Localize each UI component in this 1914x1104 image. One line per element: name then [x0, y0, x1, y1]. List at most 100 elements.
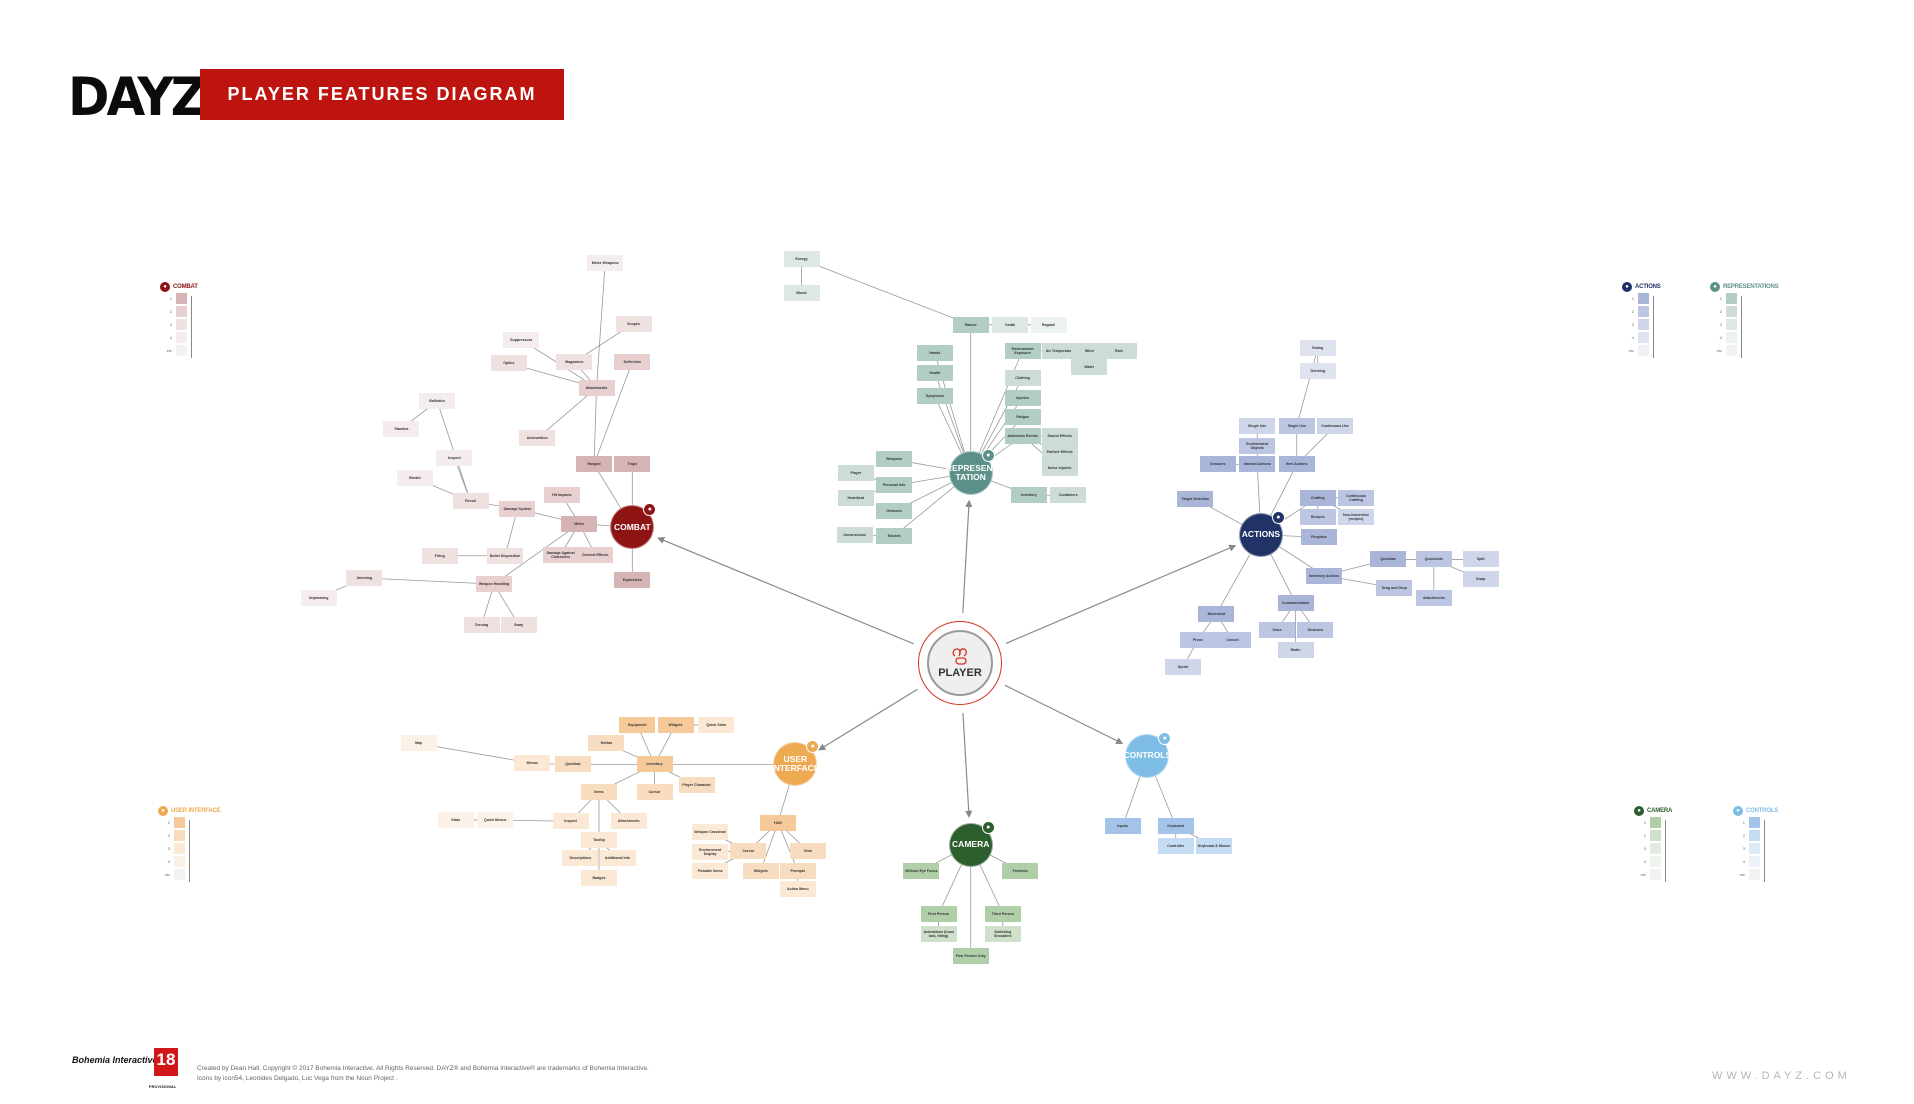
- diagram-node-representation[interactable]: Containers: [1050, 487, 1087, 504]
- diagram-node-representation[interactable]: Energy: [783, 251, 820, 268]
- diagram-node-actions[interactable]: Gestures: [1199, 456, 1236, 473]
- diagram-node-combat[interactable]: Optics: [490, 355, 527, 372]
- diagram-node-actions[interactable]: Drinking: [1299, 362, 1336, 379]
- diagram-node-representation[interactable]: Clothing: [1004, 369, 1041, 386]
- diagram-node-actions[interactable]: Continuous Crafting: [1338, 489, 1375, 506]
- diagram-node-actions[interactable]: Drag and Drop: [1376, 579, 1413, 596]
- diagram-node-ui[interactable]: Stats: [437, 812, 474, 829]
- diagram-node-combat[interactable]: Bullet Disposition: [487, 547, 524, 564]
- diagram-node-representation[interactable]: Injuries: [1004, 389, 1041, 406]
- diagram-node-representation[interactable]: Particle Effects: [1041, 444, 1078, 460]
- diagram-node-actions[interactable]: Voice: [1258, 621, 1295, 638]
- controls-hub[interactable]: CONTROLS●: [1123, 731, 1172, 778]
- diagram-node-actions[interactable]: Environment Objects: [1239, 437, 1276, 454]
- diagram-node-ui[interactable]: Items: [580, 783, 617, 800]
- diagram-node-actions[interactable]: Crafting: [1299, 489, 1336, 506]
- diagram-node-controls[interactable]: Keyboard: [1157, 818, 1194, 835]
- diagram-node-representation[interactable]: Player: [837, 465, 874, 481]
- diagram-node-camera[interactable]: First Person Only: [952, 947, 989, 964]
- diagram-node-representation[interactable]: Health: [916, 364, 953, 381]
- diagram-node-camera[interactable]: Switching Shoulders: [984, 925, 1021, 942]
- diagram-node-ui[interactable]: Additional Info: [599, 850, 636, 867]
- diagram-node-actions[interactable]: Prone: [1179, 631, 1216, 648]
- diagram-node-combat[interactable]: Sway: [500, 616, 537, 633]
- diagram-node-ui[interactable]: Pickable Items: [692, 862, 729, 879]
- diagram-node-actions[interactable]: Gestures: [1297, 621, 1334, 638]
- diagram-node-actions[interactable]: Fireplace: [1300, 529, 1337, 546]
- website-link[interactable]: WWW.DAYZ.COM: [1712, 1070, 1851, 1082]
- diagram-node-ui[interactable]: Weapon Crosshair: [692, 824, 729, 841]
- diagram-node-actions[interactable]: Communication: [1277, 594, 1314, 611]
- diagram-node-ui[interactable]: Descriptions: [562, 850, 599, 867]
- diagram-node-controls[interactable]: Keyboard & Mouse: [1196, 837, 1232, 854]
- diagram-node-actions[interactable]: Movement: [1198, 605, 1235, 622]
- diagram-node-combat[interactable]: Magazines: [556, 353, 593, 370]
- diagram-node-ui[interactable]: Prompts: [779, 862, 816, 879]
- diagram-node-combat[interactable]: Damage Against Characters: [542, 546, 579, 563]
- diagram-node-camera[interactable]: Without Eye Focus: [903, 862, 940, 879]
- diagram-node-ui[interactable]: Inspect: [552, 813, 589, 830]
- diagram-node-combat[interactable]: Unjamming: [300, 589, 337, 606]
- diagram-node-actions[interactable]: Single Use: [1239, 418, 1276, 435]
- diagram-node-combat[interactable]: Scopes: [615, 315, 652, 332]
- diagram-node-representation[interactable]: Wind: [1071, 342, 1108, 359]
- diagram-node-combat[interactable]: Melee Weapons: [587, 255, 624, 272]
- diagram-node-combat[interactable]: Zeroing: [463, 616, 500, 633]
- diagram-node-ui[interactable]: Player Character: [678, 777, 715, 794]
- diagram-node-actions[interactable]: Crouch: [1214, 631, 1251, 648]
- diagram-node-controls[interactable]: Inputs: [1104, 818, 1141, 835]
- diagram-node-ui[interactable]: Quickbar: [555, 756, 592, 773]
- diagram-node-ui[interactable]: Tooltip: [580, 831, 617, 848]
- ui-hub[interactable]: USER INTERFACE●: [771, 740, 819, 787]
- diagram-node-combat[interactable]: Breath: [396, 469, 433, 486]
- diagram-node-representation[interactable]: Environment Exposure: [1004, 342, 1041, 359]
- diagram-node-actions[interactable]: Non-immersive (recipes): [1338, 509, 1375, 526]
- diagram-node-actions[interactable]: Inventory Actions: [1305, 567, 1342, 584]
- diagram-node-representation[interactable]: Weapons: [876, 451, 913, 468]
- diagram-node-combat[interactable]: Firing: [421, 547, 458, 564]
- diagram-node-ui[interactable]: Hotbar: [588, 735, 625, 752]
- diagram-node-ui[interactable]: Action Menu: [779, 881, 816, 898]
- diagram-node-representation[interactable]: Water: [1071, 358, 1108, 375]
- diagram-node-camera[interactable]: Freelook: [1002, 862, 1039, 879]
- combat-hub[interactable]: COMBAT●: [610, 503, 657, 550]
- diagram-node-actions[interactable]: Item Actions: [1278, 456, 1315, 473]
- diagram-node-actions[interactable]: Single Use: [1278, 418, 1315, 435]
- diagram-node-representation[interactable]: Gestures: [876, 503, 913, 520]
- diagram-node-combat[interactable]: Stamina: [383, 420, 420, 437]
- diagram-node-ui[interactable]: Equipment: [619, 716, 656, 733]
- diagram-node-representation[interactable]: Inventory: [1010, 487, 1047, 504]
- diagram-node-actions[interactable]: Radio: [1277, 641, 1314, 658]
- diagram-node-combat[interactable]: Suppressors: [503, 331, 540, 348]
- diagram-node-ui[interactable]: Map: [400, 735, 437, 752]
- diagram-node-representation[interactable]: Fatigue: [1004, 409, 1041, 426]
- diagram-node-ui[interactable]: Widgets: [657, 716, 694, 733]
- diagram-node-actions[interactable]: Quickslots: [1415, 551, 1452, 568]
- diagram-node-representation[interactable]: Sound Effects: [1041, 427, 1078, 444]
- diagram-node-ui[interactable]: Quick Slots: [698, 716, 735, 733]
- diagram-node-ui[interactable]: Badges: [580, 870, 617, 887]
- diagram-node-combat[interactable]: Hit Impacts: [543, 487, 580, 504]
- diagram-node-actions[interactable]: Quickbar: [1370, 551, 1407, 568]
- diagram-node-representation[interactable]: Emotes: [876, 527, 913, 544]
- diagram-node-representation[interactable]: Noise Injuries: [1041, 460, 1078, 477]
- diagram-node-combat[interactable]: Traps: [614, 456, 651, 473]
- diagram-node-ui[interactable]: Chat: [789, 842, 826, 859]
- diagram-node-combat[interactable]: Inspect: [436, 450, 473, 467]
- diagram-node-combat[interactable]: Explosives: [614, 572, 651, 589]
- diagram-node-actions[interactable]: Continuous Use: [1317, 418, 1354, 435]
- diagram-node-representation[interactable]: Blood: [783, 284, 820, 301]
- diagram-node-representation[interactable]: Hands: [916, 345, 953, 362]
- diagram-node-representation[interactable]: Ragdoll: [1030, 316, 1067, 333]
- diagram-node-representation[interactable]: Stance: [952, 316, 989, 333]
- diagram-node-actions[interactable]: Target Selection: [1177, 490, 1214, 507]
- diagram-node-combat[interactable]: General Effects: [577, 546, 614, 563]
- diagram-node-actions[interactable]: Recipes: [1299, 509, 1336, 526]
- diagram-node-representation[interactable]: Symptoms: [916, 388, 953, 405]
- diagram-node-combat[interactable]: Ammunition: [519, 430, 556, 447]
- diagram-node-combat[interactable]: Damage System: [499, 500, 536, 517]
- diagram-node-actions[interactable]: Eating: [1299, 340, 1336, 357]
- diagram-node-combat[interactable]: Weapon Handling: [476, 576, 512, 593]
- diagram-node-representation[interactable]: Death: [992, 316, 1029, 333]
- diagram-node-combat[interactable]: Deflection: [614, 353, 651, 370]
